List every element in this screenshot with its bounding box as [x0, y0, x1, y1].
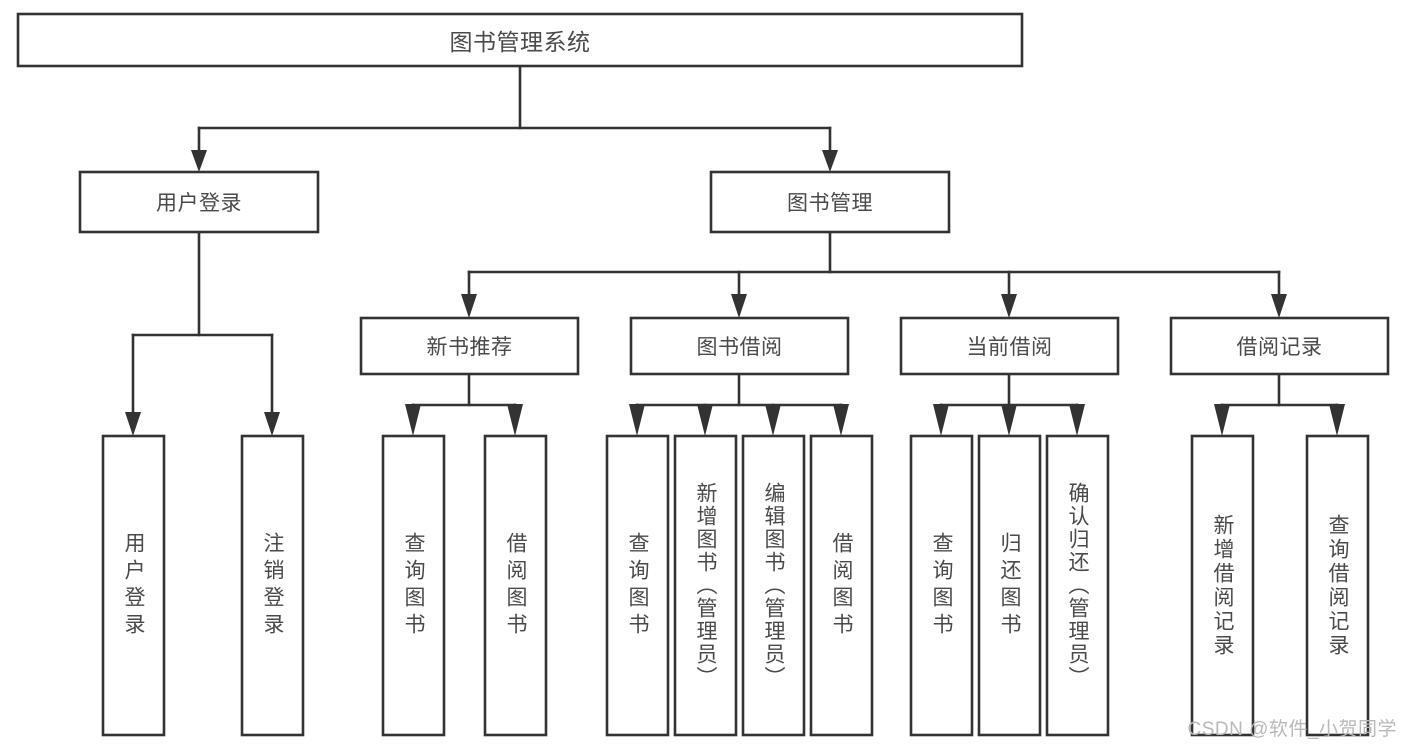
- arrow-head-book-manage: [822, 150, 838, 172]
- arrow-head-leaf-confirm-return: [1069, 404, 1085, 436]
- arrow-head-leaf-borrow-book-1: [507, 404, 523, 436]
- arrow-head-book-borrow: [731, 294, 747, 318]
- node-leaf-edit-book[interactable]: [741, 434, 806, 737]
- arrow-head-user-login: [191, 150, 207, 172]
- node-box-group: [16, 12, 1390, 737]
- node-leaf-add-book[interactable]: [673, 434, 738, 737]
- node-leaf-user-logout[interactable]: [240, 434, 305, 737]
- arrow-head-leaf-edit-book: [765, 404, 781, 436]
- node-leaf-borrow-book-2[interactable]: [809, 434, 874, 737]
- arrow-head-leaf-query-book-1: [405, 404, 421, 436]
- node-book-borrow[interactable]: [629, 316, 850, 376]
- arrow-head-borrow-record: [1271, 294, 1287, 318]
- node-leaf-query-book-2[interactable]: [605, 434, 670, 737]
- arrow-head-leaf-user-login: [125, 412, 141, 436]
- node-leaf-query-record[interactable]: [1305, 434, 1370, 737]
- arrow-head-leaf-borrow-book-2: [833, 404, 849, 436]
- node-root[interactable]: [16, 12, 1024, 68]
- arrow-head-leaf-return-book: [1001, 404, 1017, 436]
- arrow-head-leaf-add-book: [697, 404, 713, 436]
- node-leaf-return-book[interactable]: [977, 434, 1042, 737]
- connector-group: [125, 64, 1345, 436]
- node-leaf-add-record[interactable]: [1190, 434, 1255, 737]
- node-borrow-record[interactable]: [1169, 316, 1390, 376]
- arrow-head-leaf-query-book-2: [629, 404, 645, 436]
- node-new-book-recommend[interactable]: [359, 316, 580, 376]
- arrow-head-leaf-add-record: [1214, 404, 1230, 436]
- arrow-head-new-book-recommend: [461, 294, 477, 318]
- node-current-borrow[interactable]: [899, 316, 1120, 376]
- node-leaf-query-book-3[interactable]: [909, 434, 974, 737]
- node-leaf-query-book-1[interactable]: [381, 434, 446, 737]
- arrow-head-leaf-query-record: [1329, 404, 1345, 436]
- node-leaf-borrow-book-1[interactable]: [483, 434, 548, 737]
- node-leaf-confirm-return[interactable]: [1045, 434, 1110, 737]
- arrow-head-current-borrow: [1001, 294, 1017, 318]
- node-book-manage[interactable]: [709, 170, 951, 234]
- node-user-login[interactable]: [78, 170, 320, 234]
- arrow-head-leaf-query-book-3: [933, 404, 949, 436]
- node-leaf-user-login[interactable]: [101, 434, 166, 737]
- arrow-head-leaf-user-logout: [264, 412, 280, 436]
